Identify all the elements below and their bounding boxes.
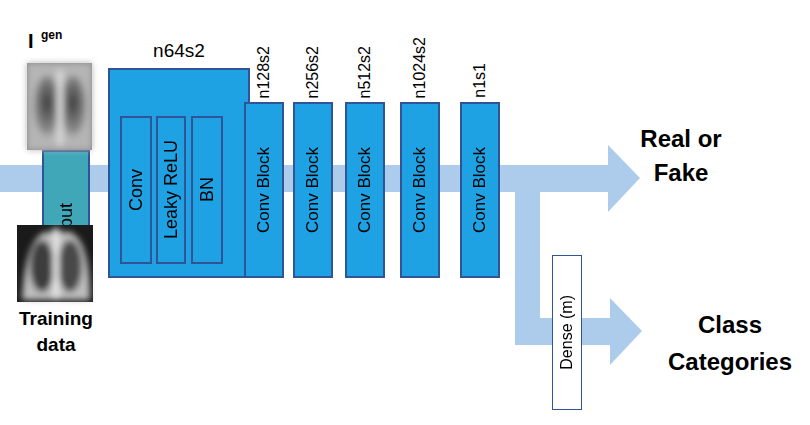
box-label: BN [197, 177, 218, 202]
image-caption: Training data [8, 306, 104, 358]
conv-block-box: n1024s2Conv Block [400, 102, 440, 278]
layer-spec-heading: n128s2 [255, 46, 273, 99]
xray-body [27, 63, 92, 150]
box-label: Leaky ReLU [161, 140, 182, 239]
layer-spec-heading: n64s2 [110, 40, 248, 62]
xray-lung [34, 76, 60, 136]
input-box: Input [42, 150, 90, 296]
xray-spine [53, 228, 59, 300]
norm-layer-box: BN [191, 116, 223, 264]
xray-lung [58, 240, 82, 292]
layer-spec-heading: n256s2 [304, 46, 322, 99]
output-label: Real or Fake [633, 122, 729, 190]
layer-spec-heading: n1s1 [471, 63, 489, 98]
xray-lung [60, 76, 86, 136]
image-superscript: gen [41, 28, 81, 42]
box-label: Input [56, 203, 77, 243]
dense-layer-box: Dense (m) [552, 255, 582, 410]
conv-layer-box: Conv [120, 116, 152, 264]
xray-frame [27, 63, 92, 150]
xray-frame [17, 225, 93, 302]
box-label: Conv Block [355, 147, 375, 233]
xray-training [17, 225, 93, 302]
box-label: Dense (m) [558, 295, 576, 370]
xray-spine [57, 70, 63, 145]
conv-block-box: n256s2Conv Block [293, 102, 333, 278]
conv-block-box: n512s2Conv Block [345, 102, 385, 278]
conv-group-box: n64s2ConvLeaky ReLUBN [108, 68, 250, 278]
conv-block-box: n1s1Conv Block [460, 102, 500, 278]
box-label: Conv Block [410, 147, 430, 233]
xray-lung [30, 240, 54, 292]
box-label: Conv Block [470, 147, 490, 233]
box-label: Conv Block [254, 147, 274, 233]
output-label: Class Categories [650, 306, 810, 380]
box-label: Conv Block [303, 147, 323, 233]
xray-body [22, 232, 90, 300]
xray-generated [27, 63, 92, 150]
activation-box: Leaky ReLU [156, 116, 186, 264]
layer-spec-heading: n512s2 [356, 46, 374, 99]
box-label: Conv [126, 169, 147, 211]
conv-block-box: n128s2Conv Block [244, 102, 284, 278]
layer-spec-heading: n1024s2 [411, 37, 429, 98]
